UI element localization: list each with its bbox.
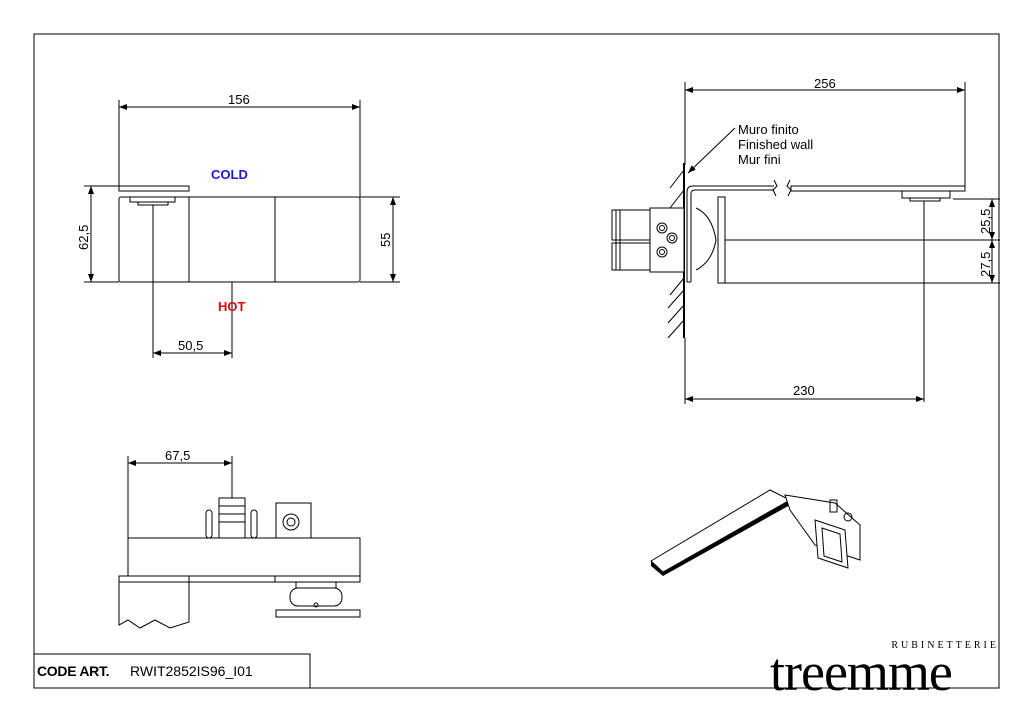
front-view: 67,5 [118,448,361,629]
side-view: 256 230 25,5 27,5 Muro finito Finished w… [611,76,1000,404]
dim-height-55: 55 [378,233,393,247]
wall-note-fr: Mur fini [738,152,781,167]
dim-offset-67-5: 67,5 [165,448,190,463]
title-block [33,653,311,689]
brand-subtitle: RUBINETTERIE [891,640,999,651]
dim-outlet-230: 230 [793,383,815,398]
dim-offset-50-5: 50,5 [178,338,203,353]
label-hot: HOT [218,299,246,314]
drawing-frame [33,33,1000,689]
dim-lower-27-5: 27,5 [978,252,993,277]
brand-logo: treemme [770,642,953,702]
wall-note-en: Finished wall [738,137,813,152]
dim-upper-25-5: 25,5 [978,209,993,234]
code-art-value: RWIT2852IS96_I01 [130,663,253,679]
wall-note-it: Muro finito [738,122,799,137]
dim-length-256: 256 [814,76,836,91]
isometric-view [650,489,861,576]
code-art-label: CODE ART. [37,663,110,679]
dim-height-62-5: 62,5 [76,225,91,250]
dim-width-156: 156 [228,92,250,107]
label-cold: COLD [211,167,248,182]
top-view: 156 62,5 55 50,5 COLD HOT [76,92,400,358]
